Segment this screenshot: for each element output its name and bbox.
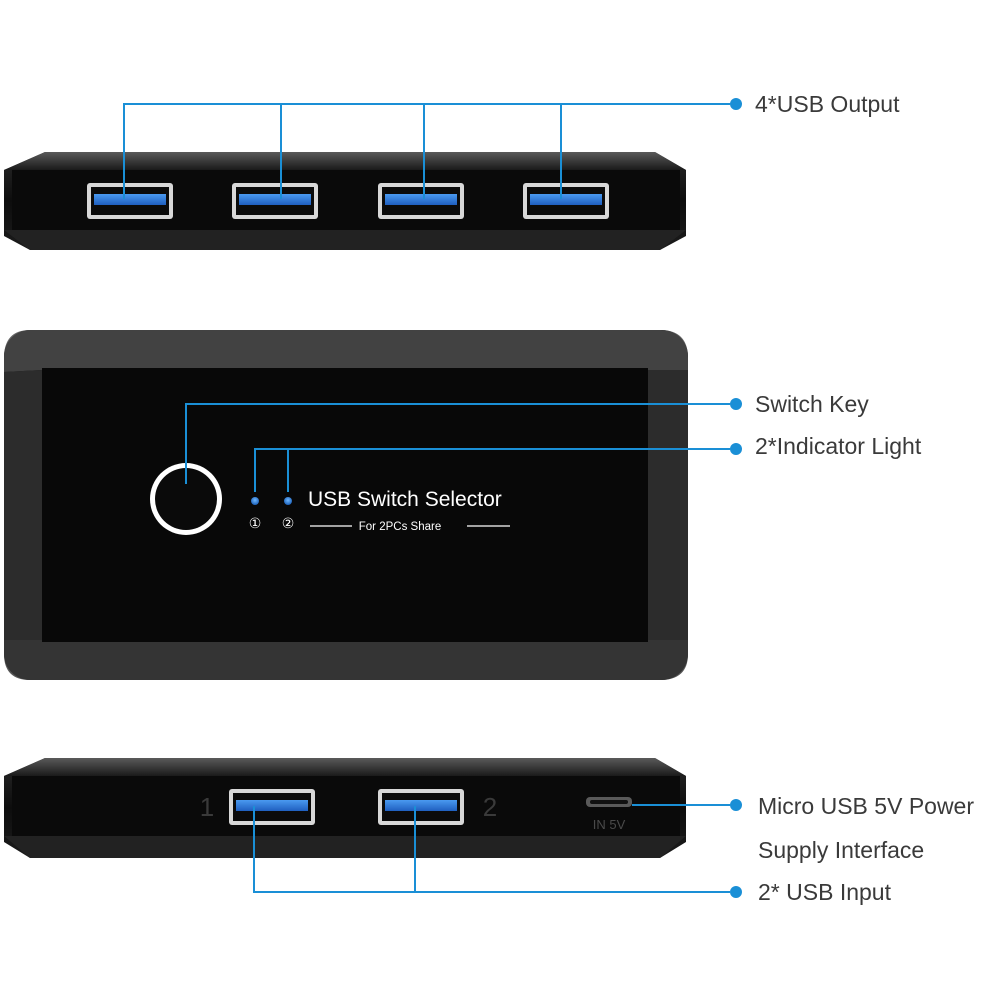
indicator-led-1 [251, 497, 259, 505]
callout-label-power-line1: Micro USB 5V Power [758, 793, 975, 819]
usb-output-port-3 [378, 183, 464, 219]
callout-dot-power [730, 799, 742, 811]
usb-output-port-2 [232, 183, 318, 219]
input-port-label-2: 2 [483, 792, 497, 822]
indicator-label-1: ① [249, 516, 262, 532]
usb-output-port-1 [87, 183, 173, 219]
indicator-led-2 [284, 497, 292, 505]
callout-dot-usb-output [730, 98, 742, 110]
callout-label-power-line2: Supply Interface [758, 837, 925, 863]
callout-switch-key-line [185, 403, 730, 484]
callout-label-usb-output: 4*USB Output [755, 91, 900, 117]
device-back-view: 1 2 IN 5V [4, 758, 742, 898]
device-front-view [4, 98, 742, 250]
top-panel [42, 368, 648, 642]
device-title: USB Switch Selector [308, 488, 502, 511]
micro-usb-port [586, 797, 632, 807]
callout-dot-switch-key [730, 398, 742, 410]
callout-label-usb-input: 2* USB Input [758, 879, 891, 905]
input-port-label-1: 1 [200, 792, 214, 822]
device-top-view: ① ② USB Switch Selector For 2PCs Share [4, 330, 742, 680]
callout-indicator-lines [254, 448, 730, 492]
callout-usb-input-lines [253, 806, 730, 893]
callout-dot-indicator [730, 443, 742, 455]
callout-label-switch-key: Switch Key [755, 391, 869, 417]
power-port-label: IN 5V [593, 817, 626, 832]
usb-input-port-1 [229, 789, 315, 825]
usb-output-port-4 [523, 183, 609, 219]
callout-dot-usb-input [730, 886, 742, 898]
callout-usb-output-lines [123, 103, 730, 199]
usb-input-port-2 [378, 789, 464, 825]
device-subtitle: For 2PCs Share [359, 521, 441, 533]
callout-label-indicator-light: 2*Indicator Light [755, 433, 922, 459]
switch-key-button [150, 463, 222, 535]
indicator-label-2: ② [282, 516, 295, 532]
